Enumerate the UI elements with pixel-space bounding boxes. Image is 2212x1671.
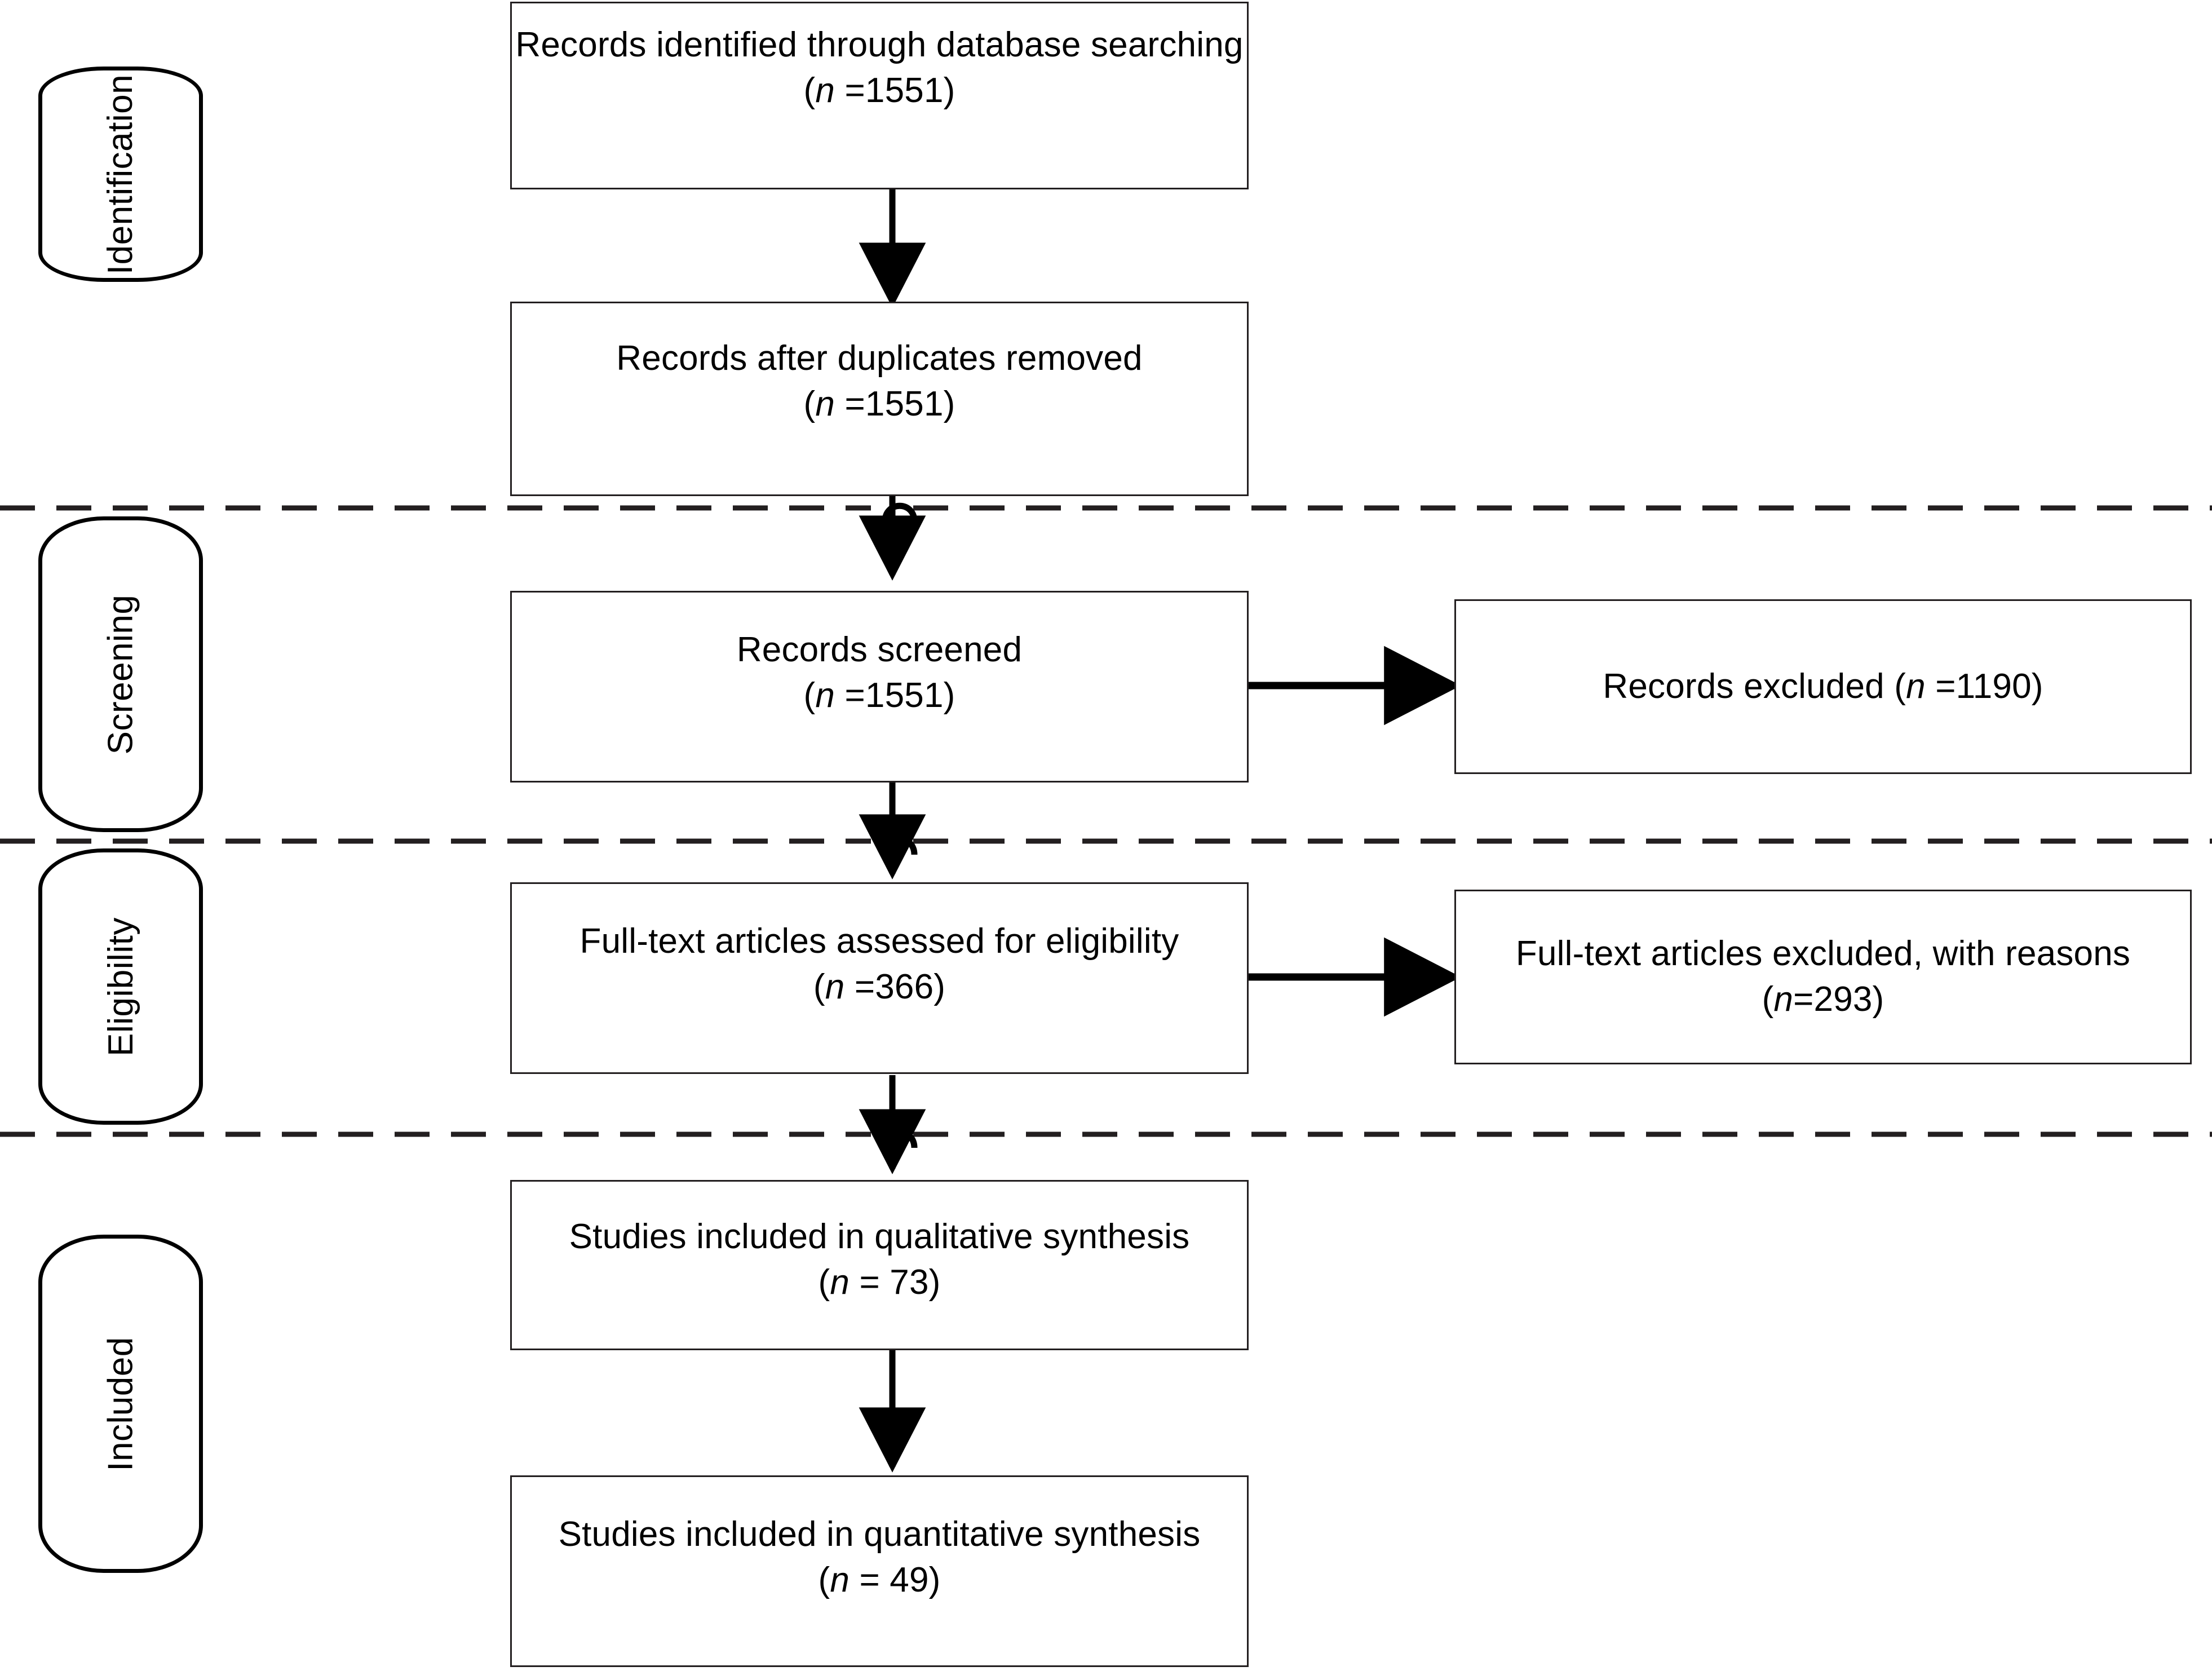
box-quantitative-synthesis-line1: Studies included in quantitative synthes…	[558, 1515, 1201, 1554]
box-records-after-duplicates: Records after duplicates removed (n =155…	[510, 302, 1249, 496]
box-records-after-duplicates-line1: Records after duplicates removed	[616, 339, 1143, 378]
box-records-screened-text: Records screened (n =1551)	[512, 593, 1247, 781]
n-symbol: n	[1906, 666, 1926, 706]
box-fulltext-assessed-line1: Full-text articles assessed for eligibil…	[579, 922, 1179, 961]
box-fulltext-assessed-text: Full-text articles assessed for eligibil…	[512, 884, 1247, 1072]
box-records-screened-line1: Records screened	[736, 630, 1023, 669]
n-symbol: n	[815, 384, 835, 423]
box-fulltext-assessed-line2: (n =366)	[813, 967, 946, 1006]
box-records-screened-line2: (n =1551)	[803, 675, 955, 715]
line-hop-divider-1	[882, 502, 918, 522]
n-symbol: n	[815, 70, 835, 110]
n-symbol: n	[825, 967, 845, 1006]
line-hop-divider-2	[882, 836, 918, 855]
stage-label-eligibility: Eligibility	[101, 917, 140, 1056]
box-quantitative-synthesis: Studies included in quantitative synthes…	[510, 1475, 1249, 1667]
box-qualitative-synthesis: Studies included in qualitative synthesi…	[510, 1180, 1249, 1350]
box-fulltext-assessed: Full-text articles assessed for eligibil…	[510, 882, 1249, 1074]
box-records-identified: Records identified through database sear…	[510, 2, 1249, 189]
box-records-excluded-text: Records excluded (n =1190)	[1603, 666, 2043, 706]
n-symbol: n	[830, 1262, 850, 1302]
box-quantitative-synthesis-text: Studies included in quantitative synthes…	[512, 1477, 1247, 1665]
stage-label-screening: Screening	[101, 594, 140, 754]
box-quantitative-synthesis-line2: (n = 49)	[818, 1560, 941, 1599]
box-qualitative-synthesis-text: Studies included in qualitative synthesi…	[512, 1182, 1247, 1349]
n-symbol: n	[1773, 980, 1794, 1019]
box-records-identified-line1: Records identified through database sear…	[515, 25, 1244, 64]
box-qualitative-synthesis-line1: Studies included in qualitative synthesi…	[569, 1217, 1190, 1256]
stage-label-identification: Identification	[101, 74, 140, 275]
n-symbol: n	[830, 1560, 850, 1599]
stage-label-included: Included	[101, 1336, 140, 1471]
box-records-screened: Records screened (n =1551)	[510, 591, 1249, 783]
box-records-after-duplicates-text: Records after duplicates removed (n =155…	[512, 303, 1247, 494]
line-hop-divider-3	[882, 1129, 918, 1148]
box-fulltext-excluded: Full-text articles excluded, with reason…	[1454, 890, 2192, 1064]
box-fulltext-excluded-text: Full-text articles excluded, with reason…	[1515, 934, 2131, 1019]
box-records-identified-text: Records identified through database sear…	[512, 3, 1247, 188]
stage-capsule-identification: Identification	[38, 67, 203, 282]
box-records-after-duplicates-line2: (n =1551)	[803, 384, 955, 423]
box-records-excluded: Records excluded (n =1190)	[1454, 599, 2192, 774]
box-records-identified-line2: (n =1551)	[803, 70, 955, 110]
stage-capsule-included: Included	[38, 1235, 203, 1573]
box-qualitative-synthesis-line2: (n = 73)	[818, 1262, 941, 1302]
n-symbol: n	[815, 675, 835, 715]
stage-capsule-screening: Screening	[38, 516, 203, 832]
stage-capsule-eligibility: Eligibility	[38, 848, 203, 1125]
